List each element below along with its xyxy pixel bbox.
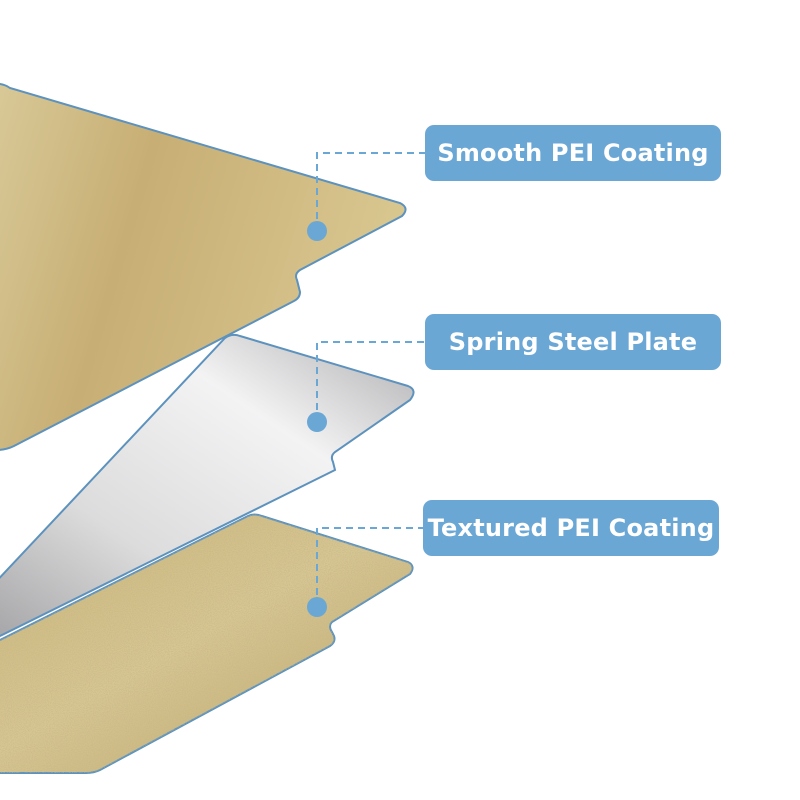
spring-steel-label: Spring Steel Plate bbox=[425, 314, 721, 370]
textured-pei-layer bbox=[0, 513, 414, 774]
leader-spring bbox=[307, 341, 425, 432]
smooth-pei-layer bbox=[0, 82, 407, 451]
anchor-dot-textured bbox=[307, 597, 327, 617]
anchor-dot-spring bbox=[307, 412, 327, 432]
textured-pei-label: Textured PEI Coating bbox=[423, 500, 719, 556]
leader-textured bbox=[307, 527, 423, 617]
smooth-pei-label: Smooth PEI Coating bbox=[425, 125, 721, 181]
anchor-dot-smooth bbox=[307, 221, 327, 241]
leader-smooth bbox=[307, 152, 425, 241]
spring-steel-layer bbox=[0, 333, 415, 638]
